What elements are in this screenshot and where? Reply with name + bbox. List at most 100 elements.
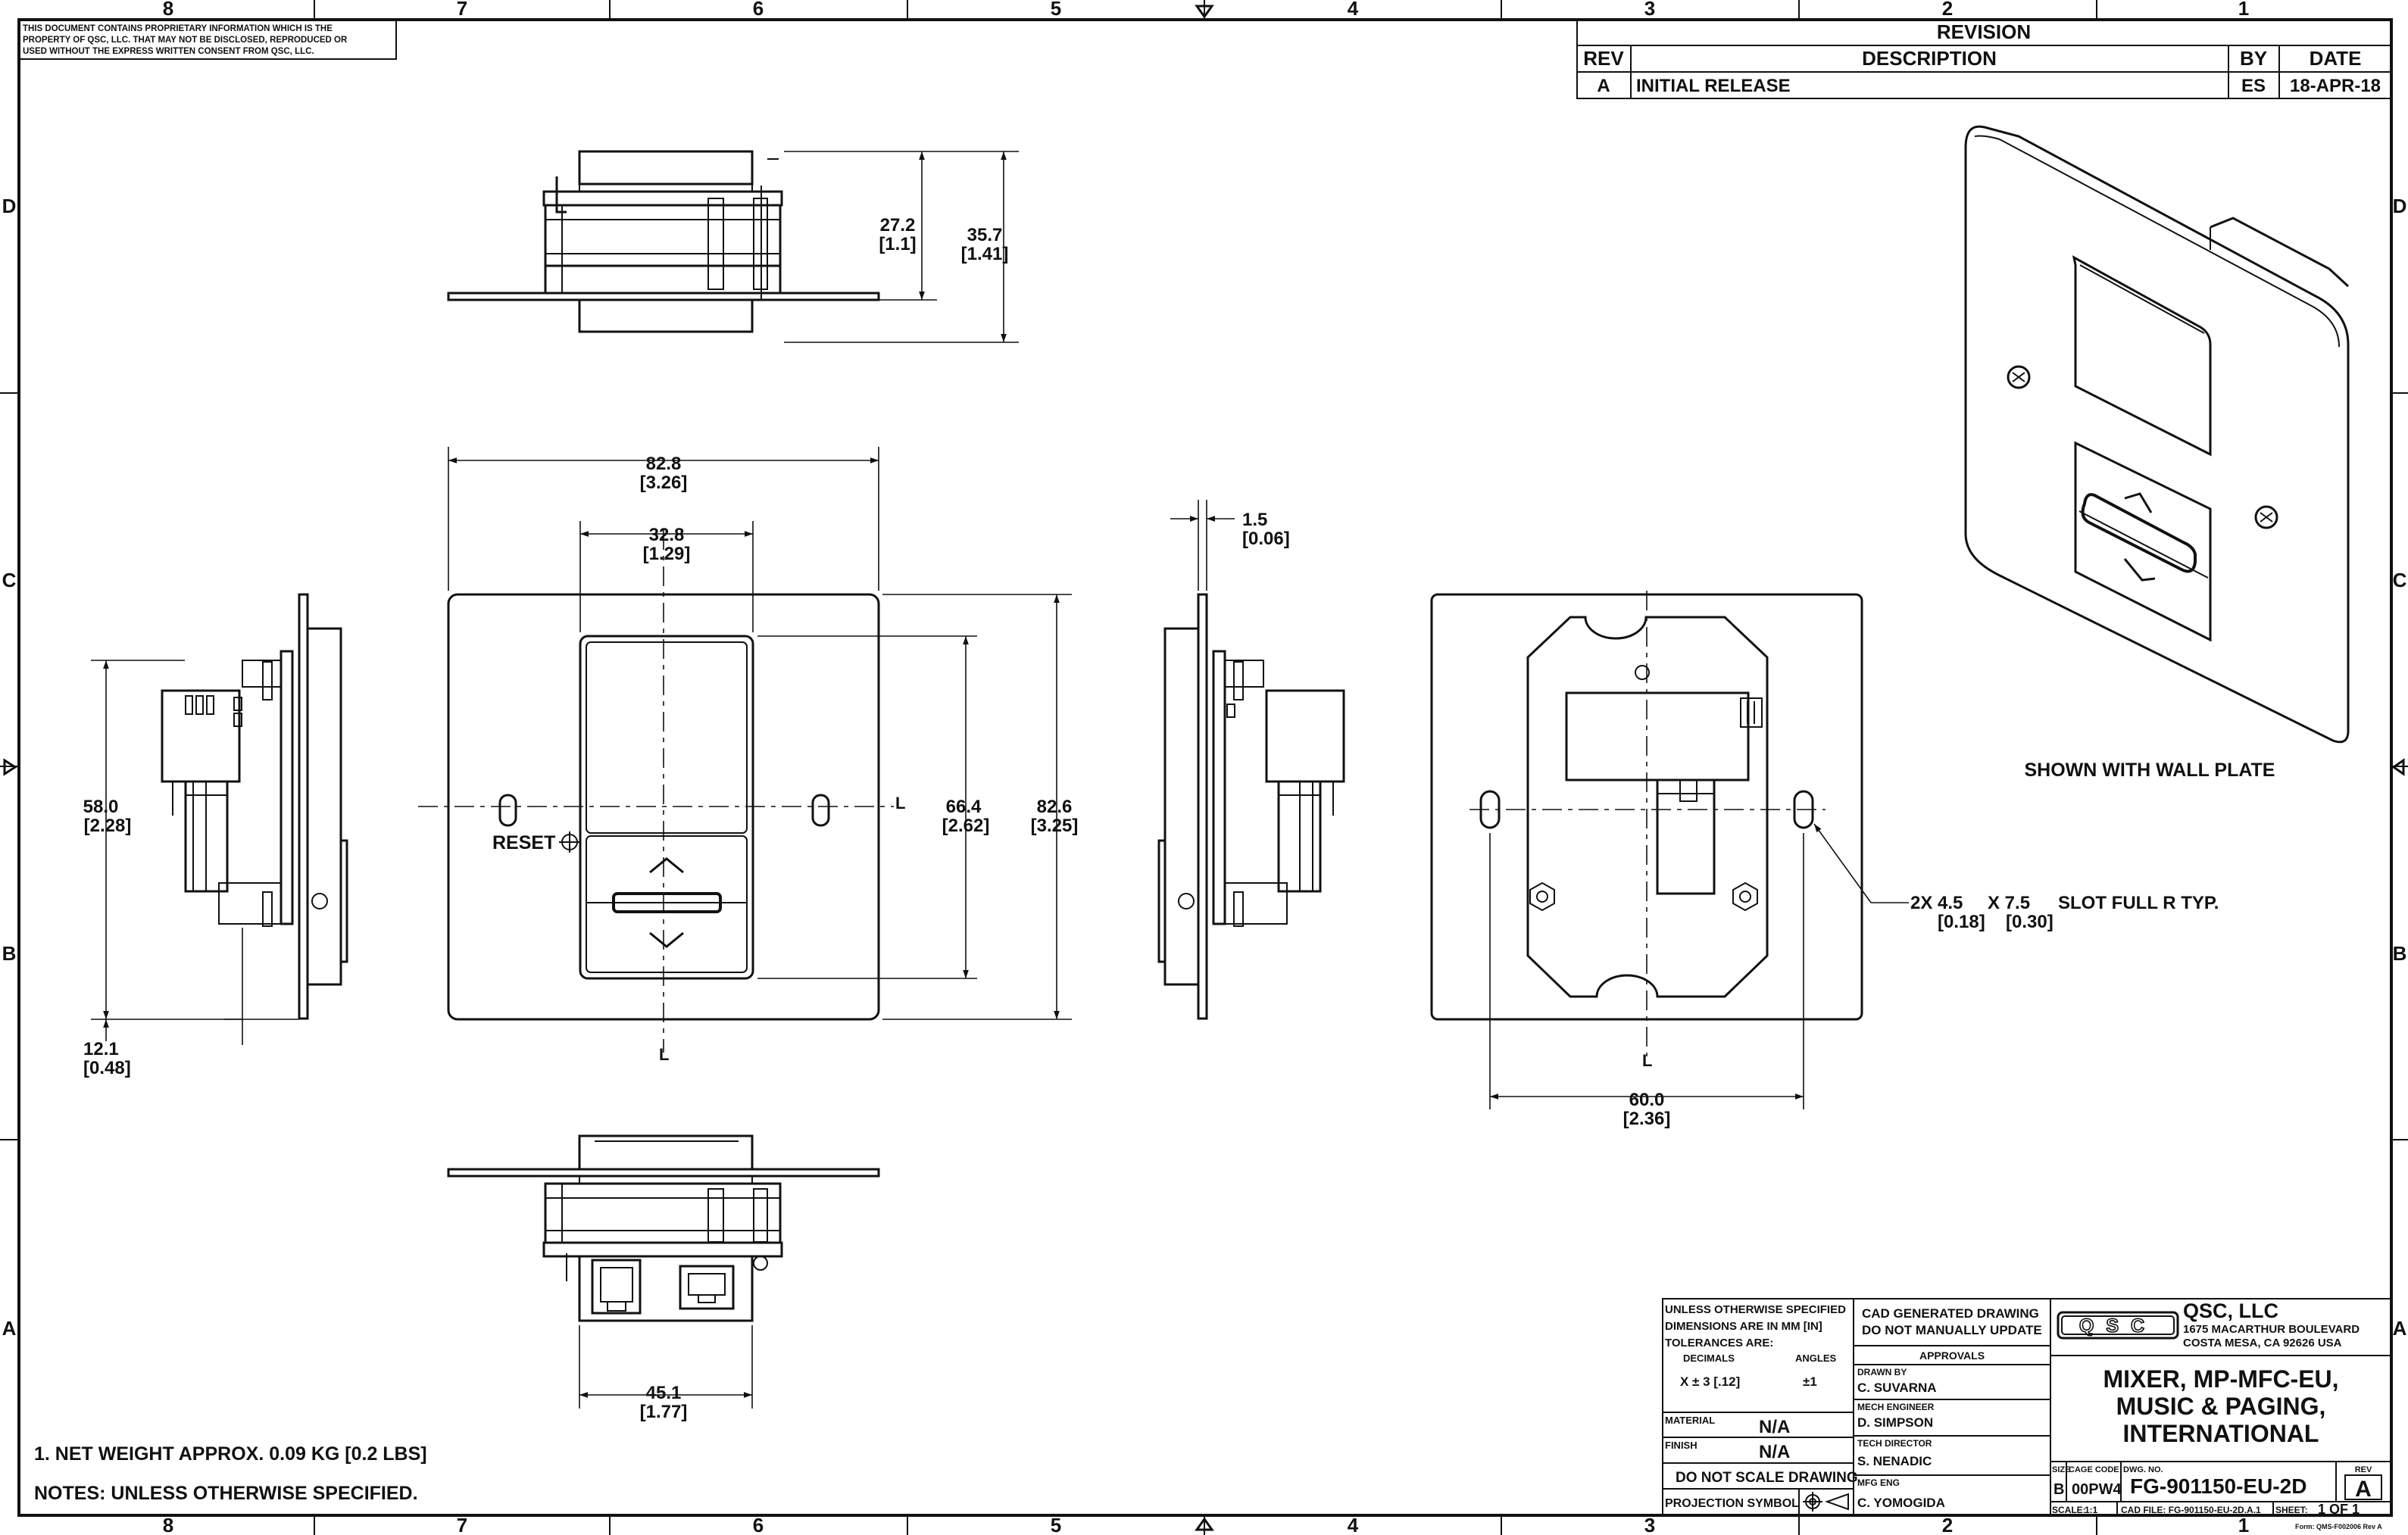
date-header: DATE [2310, 47, 2362, 70]
dim-front-height: 82.6 [1037, 797, 1073, 817]
svg-text:TOLERANCES ARE:: TOLERANCES ARE: [1665, 1337, 1773, 1349]
dim-front-width: 82.8 [646, 454, 682, 474]
svg-text:[2.28]: [2.28] [84, 816, 132, 836]
svg-text:MECH ENGINEER: MECH ENGINEER [1857, 1402, 1935, 1412]
dim-inner-width: 32.8 [649, 525, 685, 545]
svg-text:3: 3 [1644, 0, 1655, 20]
rev-value: A [1597, 76, 1610, 96]
description-header: DESCRIPTION [1862, 47, 1997, 70]
isometric-view: SHOWN WITH WALL PLATE [1964, 125, 2350, 781]
svg-text:±1: ±1 [1803, 1374, 1817, 1389]
svg-text:1: 1 [2238, 0, 2249, 20]
svg-text:B: B [2393, 942, 2407, 965]
drawing-number: FG-901150-EU-2D [2130, 1474, 2306, 1498]
svg-text:PROPERTY OF QSC, LLC. THAT MAY: PROPERTY OF QSC, LLC. THAT MAY NOT BE DI… [23, 36, 348, 45]
svg-text:D. SIMPSON: D. SIMPSON [1857, 1415, 1933, 1430]
svg-text:6: 6 [753, 0, 764, 20]
svg-text:N/A: N/A [1759, 1442, 1790, 1462]
svg-text:4: 4 [1348, 0, 1359, 20]
rev-header: REV [1583, 47, 1624, 70]
svg-text:[1.77]: [1.77] [640, 1402, 688, 1422]
company-name: QSC, LLC [2183, 1299, 2278, 1322]
svg-text:CAGE CODE: CAGE CODE [2069, 1465, 2119, 1474]
svg-text:A: A [2, 1317, 17, 1340]
svg-text:5: 5 [1051, 0, 1061, 20]
bottom-view: 45.1 [1.77] [447, 1134, 880, 1422]
by-header: BY [2240, 47, 2267, 70]
svg-text:COSTA MESA, CA 92626 USA: COSTA MESA, CA 92626 USA [2183, 1337, 2342, 1349]
svg-text:CAD GENERATED DRAWING: CAD GENERATED DRAWING [1862, 1306, 2039, 1321]
revision-title: REVISION [1937, 20, 2031, 43]
svg-text:B: B [2054, 1481, 2064, 1498]
svg-text:[2.36]: [2.36] [1623, 1109, 1671, 1129]
svg-text:Form: QMS-F002006 Rev A: Form: QMS-F002006 Rev A [2295, 1523, 2382, 1530]
svg-text:7: 7 [457, 1514, 467, 1535]
svg-text:8: 8 [163, 1514, 173, 1535]
note-weight: 1. NET WEIGHT APPROX. 0.09 KG [0.2 LBS] [34, 1443, 427, 1465]
svg-text:DO NOT MANUALLY UPDATE: DO NOT MANUALLY UPDATE [1862, 1323, 2042, 1337]
slot-callout-count: 2X 4.5 [1910, 893, 1963, 913]
notes: 1. NET WEIGHT APPROX. 0.09 KG [0.2 LBS] … [34, 1443, 427, 1504]
title-block: UNLESS OTHERWISE SPECIFIED DIMENSIONS AR… [1662, 1298, 2392, 1530]
svg-text:[0.06]: [0.06] [1242, 529, 1290, 549]
svg-text:DIMENSIONS ARE IN MM [IN]: DIMENSIONS ARE IN MM [IN] [1665, 1320, 1822, 1333]
svg-text:ANGLES: ANGLES [1795, 1352, 1837, 1364]
svg-text:1: 1 [2238, 1514, 2249, 1535]
svg-text:CAD FILE: FG-901150-EU-2D.A.1: CAD FILE: FG-901150-EU-2D.A.1 [2121, 1505, 2261, 1515]
dim-slot-spacing: 60.0 [1629, 1090, 1665, 1110]
svg-text:[0.30]: [0.30] [2006, 912, 2054, 932]
description-value: INITIAL RELEASE [1636, 76, 1791, 96]
svg-text:L: L [1642, 1051, 1652, 1070]
svg-text:B: B [2, 942, 17, 965]
svg-text:MUSIC & PAGING,: MUSIC & PAGING, [2116, 1393, 2326, 1420]
dim-bottom-width: 45.1 [646, 1383, 682, 1403]
notes-header: NOTES: UNLESS OTHERWISE SPECIFIED. [34, 1483, 418, 1504]
svg-text:5: 5 [1051, 1514, 1061, 1535]
svg-text:[3.25]: [3.25] [1031, 816, 1079, 836]
svg-text:A: A [2355, 1477, 2372, 1502]
svg-text:2: 2 [1942, 1514, 1953, 1535]
svg-text:APPROVALS: APPROVALS [1919, 1349, 1985, 1362]
dim-plate-thickness: 1.5 [1242, 510, 1267, 530]
svg-text:A: A [2393, 1317, 2407, 1340]
svg-text:1675 MACARTHUR BOULEVARD: 1675 MACARTHUR BOULEVARD [2183, 1323, 2360, 1336]
svg-text:USED WITHOUT THE EXPRESS WRITT: USED WITHOUT THE EXPRESS WRITTEN CONSENT… [23, 47, 314, 56]
svg-text:DRAWN BY: DRAWN BY [1857, 1367, 1907, 1377]
dim-top-height: 27.2 [880, 215, 916, 236]
svg-text:X ± 3 [.12]: X ± 3 [.12] [1680, 1374, 1740, 1389]
svg-text:TECH DIRECTOR: TECH DIRECTOR [1857, 1438, 1932, 1449]
svg-text:7: 7 [457, 0, 467, 20]
svg-text:6: 6 [753, 1514, 764, 1535]
slot-callout-length: X 7.5 [1988, 893, 2030, 913]
svg-text:THIS DOCUMENT CONTAINS PROPRIE: THIS DOCUMENT CONTAINS PROPRIETARY INFOR… [23, 24, 333, 33]
zone-labels-side: D C B A D C B A [2, 195, 2407, 1340]
rear-view: L 60.0 [2.36] 2X 4.5 X 7.5 SLOT FULL R T… [1430, 591, 2219, 1129]
svg-text:SIZE: SIZE [2052, 1465, 2070, 1474]
drawing-title: MIXER, MP-MFC-EU, [2103, 1365, 2338, 1393]
zone-labels-bottom: 8 7 6 5 4 3 2 1 [163, 1514, 2249, 1535]
slot-callout-note: SLOT FULL R TYP. [2058, 893, 2219, 913]
date-value: 18-APR-18 [2290, 76, 2381, 96]
svg-text:[0.48]: [0.48] [83, 1058, 131, 1078]
svg-text:L: L [895, 794, 905, 813]
dim-side-height: 58.0 [83, 797, 119, 817]
svg-text:N/A: N/A [1759, 1417, 1790, 1437]
svg-text:4: 4 [1348, 1514, 1359, 1535]
svg-text:S. NENADIC: S. NENADIC [1857, 1454, 1932, 1468]
wall-plate-caption: SHOWN WITH WALL PLATE [2025, 760, 2275, 781]
svg-text:D: D [2393, 195, 2407, 217]
svg-text:00PW4: 00PW4 [2072, 1481, 2122, 1498]
svg-text:PROJECTION SYMBOL: PROJECTION SYMBOL [1665, 1497, 1799, 1510]
top-view: 27.2 [1.1] 35.7 [1.41] [447, 150, 1019, 343]
svg-text:FINISH: FINISH [1665, 1440, 1697, 1451]
svg-text:SCALE:: SCALE: [2052, 1505, 2086, 1515]
revision-table: REVISION REV DESCRIPTION BY DATE A INITI… [1576, 19, 2392, 99]
svg-text:REV: REV [2355, 1465, 2372, 1474]
svg-text:C: C [2393, 569, 2407, 591]
svg-text:UNLESS OTHERWISE SPECIFIED: UNLESS OTHERWISE SPECIFIED [1665, 1303, 1846, 1316]
reset-label: RESET [492, 832, 555, 853]
dim-inner-height: 66.4 [946, 797, 982, 817]
left-side-view: 58.0 [2.28] 12.1 [0.48] [83, 593, 348, 1078]
